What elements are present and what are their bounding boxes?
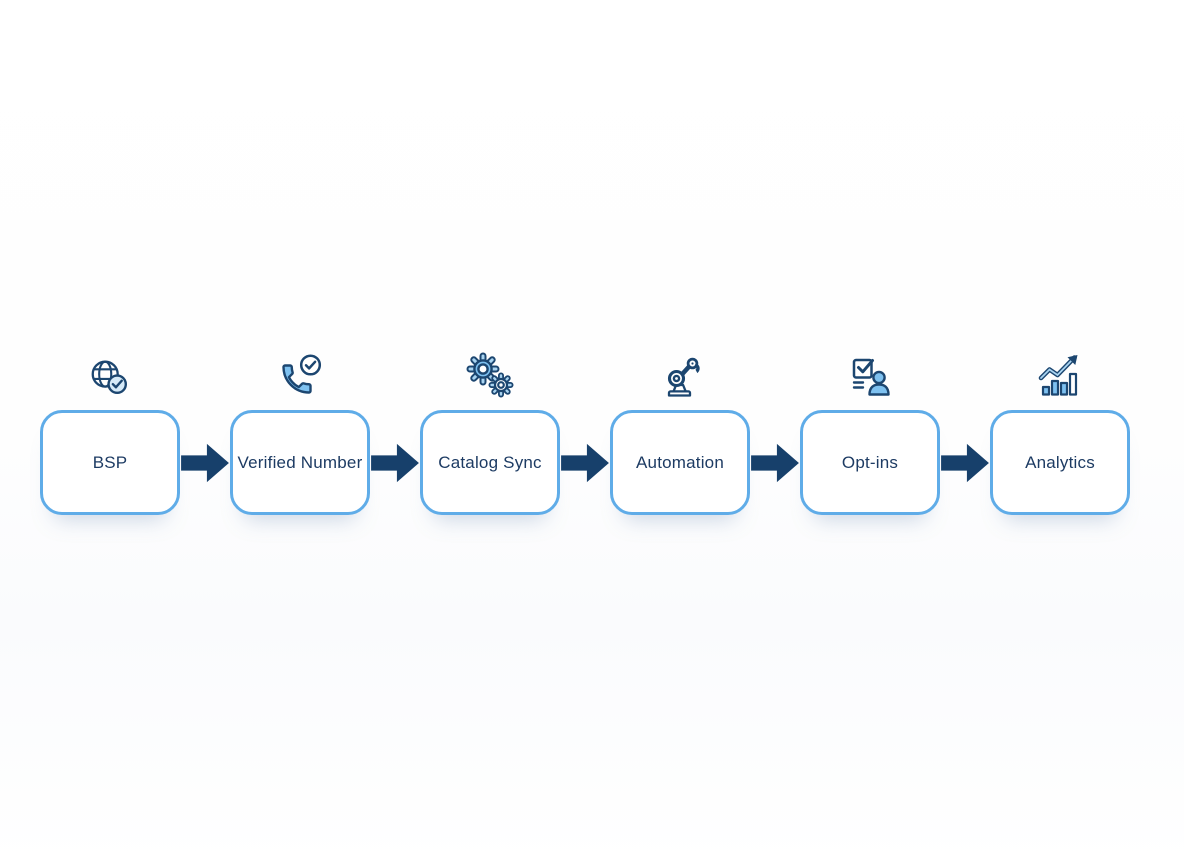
flow-box-label: Catalog Sync [438, 452, 542, 472]
flow-box-label: Opt-ins [841, 452, 899, 472]
flow-arrow-icon [370, 410, 420, 515]
flow-arrow-icon [180, 410, 230, 515]
flow-step-analytics: Analytics [990, 352, 1130, 515]
flow-box-label: Automation [636, 452, 724, 472]
robot-arm-icon [656, 352, 704, 400]
flow-box-analytics: Analytics [990, 410, 1130, 515]
flow-arrow-icon [750, 410, 800, 515]
flow-box-verified-number: Verified Number [230, 410, 370, 515]
flow-box-label: Analytics [1025, 452, 1095, 472]
flow-step-opt-ins: Opt-ins [800, 352, 940, 515]
phone-verified-icon [276, 352, 324, 400]
flow-box-label: Verified Number [237, 452, 363, 472]
flow-box-catalog-sync: Catalog Sync [420, 410, 560, 515]
gears-icon [466, 352, 514, 400]
flow-arrow-icon [560, 410, 610, 515]
flow-arrow-icon [940, 410, 990, 515]
flow-step-catalog-sync: Catalog Sync [420, 352, 560, 515]
flow-step-verified-number: Verified Number [230, 352, 370, 515]
globe-verified-icon [87, 352, 133, 400]
flow-step-automation: Automation [610, 352, 750, 515]
bar-chart-growth-icon [1036, 352, 1084, 400]
flow-box-label: BSP [92, 452, 128, 472]
flow-step-bsp: BSP [40, 352, 180, 515]
process-flow-diagram: BSP Verified Number [40, 352, 1130, 515]
flow-box-opt-ins: Opt-ins [800, 410, 940, 515]
flow-box-bsp: BSP [40, 410, 180, 515]
flow-box-automation: Automation [610, 410, 750, 515]
checkbox-user-icon [846, 352, 894, 400]
